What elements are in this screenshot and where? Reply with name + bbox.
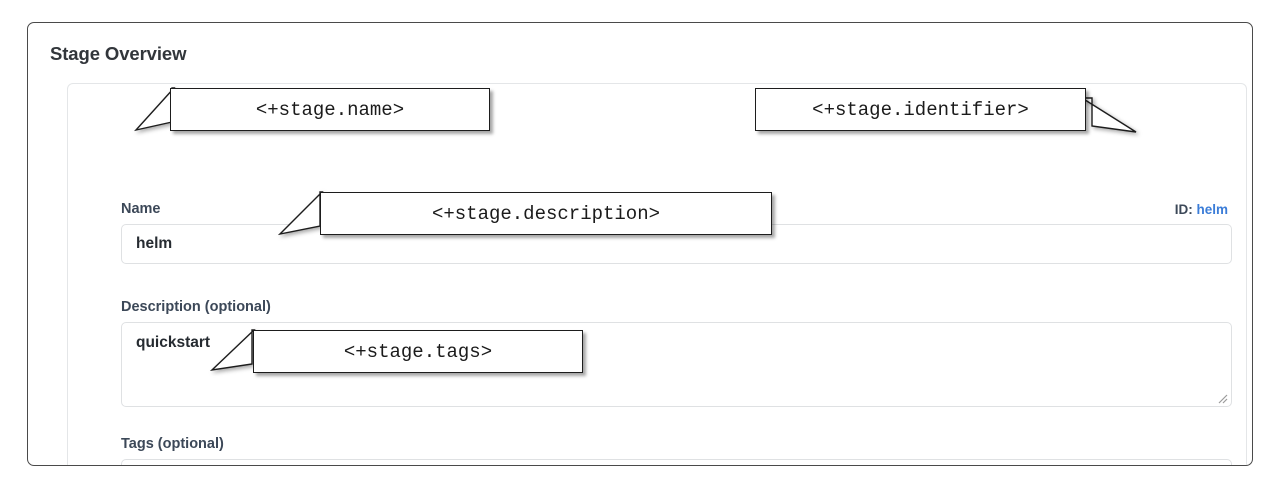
stage-form-card: Name ID: helm helm Description (optional…	[67, 83, 1247, 465]
identifier-prefix: ID:	[1174, 202, 1193, 217]
resize-grip-icon[interactable]	[1215, 391, 1228, 404]
identifier-value[interactable]: helm	[1196, 202, 1228, 217]
description-callout: <+stage.description>	[320, 192, 772, 235]
page-title: Stage Overview	[50, 43, 187, 64]
identifier-callout: <+stage.identifier>	[755, 88, 1086, 131]
identifier-callout-tail	[1079, 97, 1137, 133]
stage-identifier: ID: helm	[1175, 202, 1228, 217]
name-callout: <+stage.name>	[170, 88, 490, 131]
tags-input[interactable]: docs ×	[121, 459, 1232, 465]
tags-label: Tags (optional)	[121, 436, 224, 452]
tags-callout-tail	[209, 329, 256, 372]
description-value: quickstart	[136, 334, 211, 351]
name-label: Name	[121, 201, 161, 217]
tags-callout: <+stage.tags>	[253, 330, 583, 373]
description-label: Description (optional)	[121, 299, 271, 315]
